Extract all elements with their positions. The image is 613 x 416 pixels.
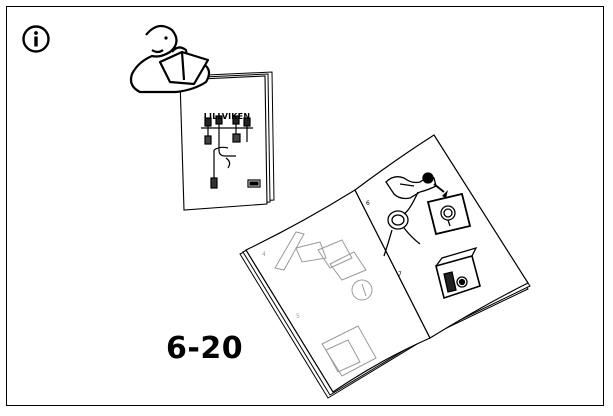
step-illustrations: 6 7 [366, 172, 481, 300]
open-booklet: 4 5 6 7 [239, 134, 531, 399]
reading-person-icon [129, 24, 211, 94]
faded-step-illustrations: 4 5 [262, 231, 377, 377]
drain-kit-drawing [201, 115, 261, 189]
info-icon [22, 25, 50, 53]
svg-text:5: 5 [296, 313, 300, 320]
step-range-label: 6-20 [166, 331, 244, 366]
svg-text:4: 4 [262, 251, 266, 258]
manual-title: LILLVIKEN [203, 112, 251, 121]
svg-text:7: 7 [398, 271, 402, 278]
closed-manual-booklet [179, 71, 275, 211]
svg-text:6: 6 [366, 200, 370, 207]
